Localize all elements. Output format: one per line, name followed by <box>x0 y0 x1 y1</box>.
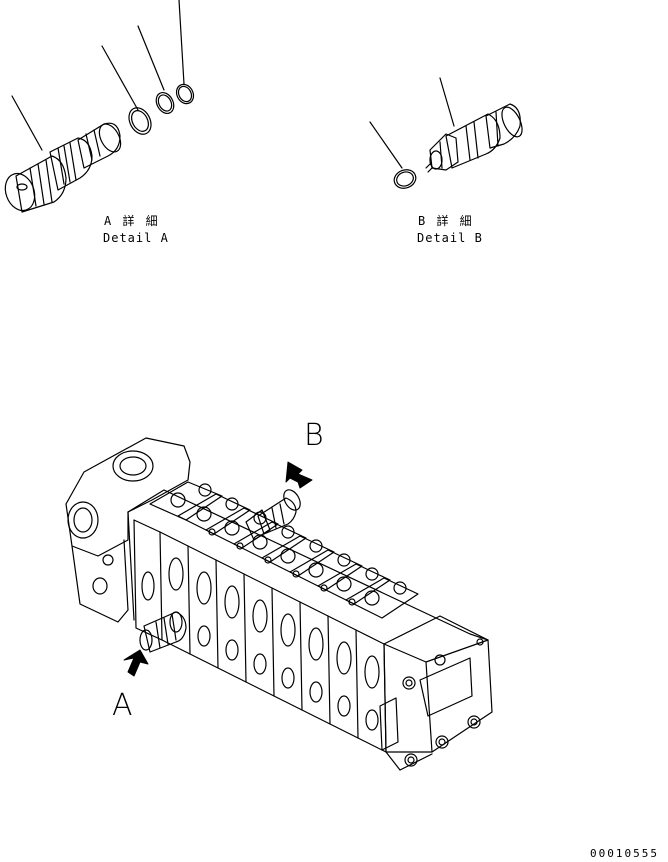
detail-a-o-rings <box>128 83 195 135</box>
detail-b-o-ring <box>393 169 417 189</box>
detail-b-label-en: Detail B <box>417 231 483 245</box>
callout-b-letter: B <box>304 418 324 453</box>
detail-a-label-jp: A 詳 細 <box>104 214 160 228</box>
detail-a-valve-cartridge <box>4 122 122 213</box>
detail-b-label-jp: B 詳 細 <box>418 214 474 228</box>
detail-a-leader-lines <box>11 0 185 151</box>
detail-b-leader-lines <box>369 77 455 169</box>
detail-b-valve-cartridge <box>425 103 523 173</box>
control-valve-assembly <box>65 437 493 771</box>
callout-a-letter: A <box>112 688 133 723</box>
detail-a-label-en: Detail A <box>103 231 169 245</box>
drawing-number: 00010555 <box>590 847 659 860</box>
callout-arrow-b <box>285 461 313 489</box>
callout-arrow-a <box>123 649 149 677</box>
